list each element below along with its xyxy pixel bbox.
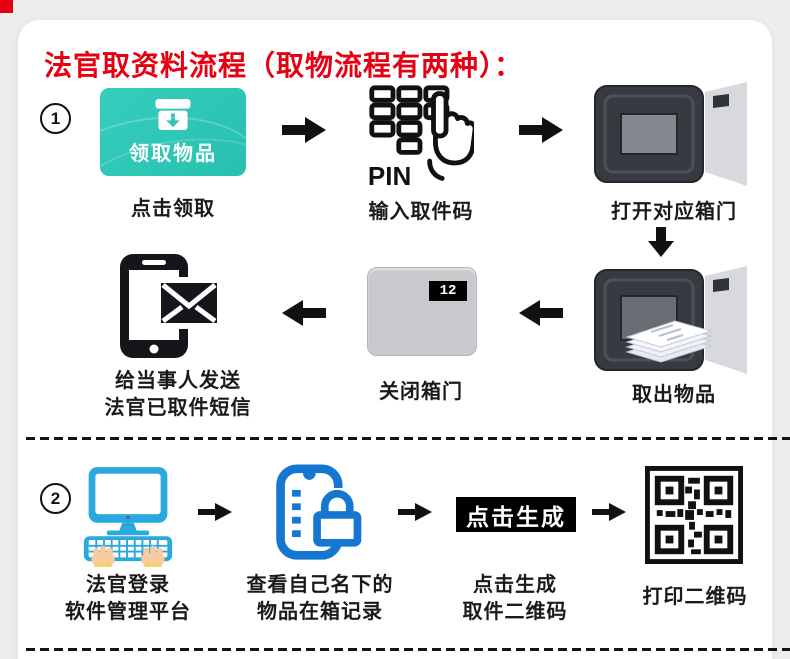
- login-line1: 法官登录: [86, 574, 170, 596]
- pin-keypad-icon: PIN: [368, 85, 474, 190]
- generate-qr-button[interactable]: 点击生成: [456, 497, 576, 532]
- section1-number: 1: [40, 103, 71, 134]
- arrow-right-icon: [592, 503, 626, 521]
- pickup-button-label: 领取物品: [129, 143, 217, 165]
- section-divider: [26, 437, 790, 440]
- step-label-enter-code: 输入取件码: [368, 201, 474, 223]
- arrow-left-icon: [282, 300, 326, 326]
- arrow-right-icon: [519, 117, 563, 143]
- page-title: 法官取资料流程（取物流程有两种）：: [44, 50, 524, 81]
- parcel-down-icon: [155, 98, 191, 131]
- arrow-left-icon: [519, 300, 563, 326]
- arrow-right-icon: [198, 503, 232, 521]
- step-label-open-door: 打开对应箱门: [611, 201, 737, 223]
- arrow-right-icon: [282, 117, 326, 143]
- closed-locker-box: 12: [367, 267, 477, 356]
- corner-accent: [0, 0, 13, 13]
- view-line2: 物品在箱记录: [257, 601, 383, 623]
- step-label-close-door: 关闭箱门: [379, 381, 463, 403]
- step-label-print-qr: 打印二维码: [642, 586, 748, 608]
- generate-line1: 点击生成: [473, 574, 557, 596]
- records-lock-icon: [276, 464, 369, 560]
- pin-text: PIN: [368, 161, 411, 190]
- step-label-view-records: 查看自己名下的 物品在箱记录: [238, 572, 402, 626]
- generate-line2: 取件二维码: [462, 601, 568, 623]
- send-sms-line1: 给当事人发送: [115, 370, 241, 392]
- open-locker-icon: [594, 82, 747, 186]
- login-line2: 软件管理平台: [65, 601, 191, 623]
- computer-login-icon: [83, 467, 173, 567]
- section2-number: 2: [40, 483, 71, 514]
- step-label-login: 法官登录 软件管理平台: [30, 572, 226, 626]
- papers-stack: [625, 320, 713, 363]
- view-line1: 查看自己名下的: [246, 574, 394, 596]
- step-label-generate: 点击生成 取件二维码: [448, 572, 582, 626]
- left-hand: [91, 545, 115, 567]
- locker-with-papers-icon: [594, 266, 747, 374]
- right-hand: [141, 545, 165, 567]
- box-number-tag: 12: [429, 281, 467, 301]
- qr-code-icon: [645, 466, 743, 564]
- generate-button-label: 点击生成: [466, 503, 566, 530]
- bottom-divider: [26, 648, 790, 651]
- step-label-click-pickup: 点击领取: [131, 198, 215, 220]
- send-sms-line2: 法官已取件短信: [104, 397, 252, 419]
- section2-number-text: 2: [50, 488, 61, 508]
- section1-number-text: 1: [50, 108, 61, 128]
- step-label-send-sms: 给当事人发送 法官已取件短信: [78, 368, 278, 422]
- envelope-icon: [155, 277, 223, 329]
- pickup-items-button[interactable]: 领取物品: [100, 88, 246, 176]
- arrow-right-icon: [398, 503, 432, 521]
- phone-message-icon: [120, 254, 223, 358]
- step-label-take-items: 取出物品: [632, 384, 716, 406]
- arrow-down-icon: [648, 227, 674, 257]
